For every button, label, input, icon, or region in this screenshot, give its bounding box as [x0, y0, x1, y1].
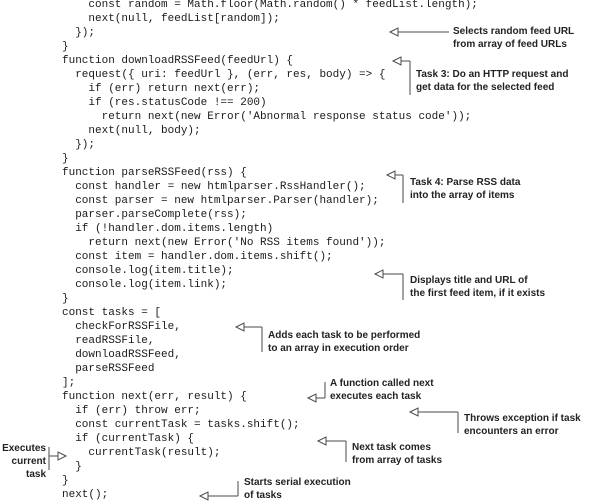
- callout-line: Adds each task to be performed: [268, 330, 421, 341]
- callout-arrow-executes-current-task: [48, 447, 68, 470]
- arrowhead-icon: [388, 27, 399, 37]
- callout-line: A function called next: [330, 378, 434, 389]
- code-line: });: [62, 139, 96, 151]
- code-line: ];: [62, 377, 76, 389]
- callout-line: from array of feed URLs: [453, 39, 567, 50]
- code-line: if (!handler.dom.items.length): [62, 223, 274, 235]
- callout-line: into the array of items: [410, 190, 515, 201]
- arrowhead-icon: [57, 451, 68, 461]
- callout-line: get data for the selected feed: [416, 82, 555, 93]
- callout-task-3: Task 3: Do an HTTP request and get data …: [416, 68, 568, 94]
- callout-adds-each-task: Adds each task to be performed to an arr…: [268, 329, 420, 355]
- arrowhead-icon: [198, 491, 209, 501]
- callout-arrow-adds-each-task: [234, 322, 263, 352]
- code-line: parseRSSFeed: [62, 363, 155, 375]
- arrowhead-icon: [385, 170, 396, 180]
- code-line: downloadRSSFeed,: [62, 349, 181, 361]
- code-listing: const random = Math.floor(Math.random() …: [62, 0, 478, 502]
- callout-line: Selects random feed URL: [453, 26, 575, 37]
- code-line: if (currentTask) {: [62, 433, 195, 445]
- code-line: return next(new Error('No RSS items foun…: [62, 237, 386, 249]
- callout-arrow-starts-serial-execution: [198, 481, 239, 501]
- callout-arrow-next-task: [316, 436, 347, 462]
- code-line: const handler = new htmlparser.RssHandle…: [62, 181, 366, 193]
- code-line: }: [62, 293, 69, 305]
- code-line: });: [62, 27, 96, 39]
- callout-executes-current-task: Executes current task: [0, 442, 46, 481]
- callout-arrow-task-3: [391, 56, 411, 95]
- code-line: next();: [62, 489, 109, 501]
- code-line: return next(new Error('Abnormal response…: [62, 111, 472, 123]
- code-line: console.log(item.title);: [62, 265, 234, 277]
- code-line: checkForRSSFile,: [62, 321, 181, 333]
- code-line: if (err) return next(err);: [62, 83, 261, 95]
- callout-arrow-function-next: [306, 382, 326, 403]
- callout-arrow-throws-exception: [408, 407, 459, 433]
- code-line: next(null, feedList[random]);: [62, 13, 280, 25]
- code-line: next(null, body);: [62, 125, 201, 137]
- callout-line: executes each task: [330, 391, 422, 402]
- code-line: }: [62, 461, 82, 473]
- arrowhead-icon: [408, 407, 419, 417]
- code-line: currentTask(result);: [62, 447, 221, 459]
- code-line: if (res.statusCode !== 200): [62, 97, 267, 109]
- callout-line: to an array in execution order: [268, 343, 409, 354]
- callout-arrow-displays-title: [373, 269, 404, 300]
- arrowhead-icon: [373, 269, 384, 279]
- callout-next-task: Next task comes from array of tasks: [352, 441, 442, 467]
- callout-arrow-selects-random-feed: [388, 27, 449, 37]
- callout-task-4: Task 4: Parse RSS data into the array of…: [410, 176, 520, 202]
- callout-line: current: [11, 456, 46, 467]
- callout-line: Executes: [2, 443, 46, 454]
- code-line: }: [62, 475, 69, 487]
- code-line: request({ uri: feedUrl }, (err, res, bod…: [62, 69, 386, 81]
- code-line: if (err) throw err;: [62, 405, 201, 417]
- callout-function-next: A function called next executes each tas…: [330, 377, 434, 403]
- callout-line: Task 3: Do an HTTP request and: [416, 69, 569, 80]
- code-line: }: [62, 153, 69, 165]
- code-line: readRSSFile,: [62, 335, 155, 347]
- arrowhead-icon: [306, 393, 317, 403]
- callout-line: Task 4: Parse RSS data: [410, 177, 521, 188]
- callout-displays-title: Displays title and URL of the first feed…: [410, 274, 545, 300]
- arrowhead-icon: [316, 436, 327, 446]
- arrowhead-icon: [391, 56, 402, 66]
- callout-selects-random-feed: Selects random feed URL from array of fe…: [453, 25, 574, 51]
- code-line: const item = handler.dom.items.shift();: [62, 251, 333, 263]
- code-line: const tasks = [: [62, 307, 162, 319]
- callout-line: Starts serial execution: [244, 477, 351, 488]
- callout-arrow-task-4: [385, 170, 404, 203]
- code-line: console.log(item.link);: [62, 279, 228, 291]
- callout-line: of tasks: [244, 490, 282, 501]
- code-line: parser.parseComplete(rss);: [62, 209, 247, 221]
- code-line: const currentTask = tasks.shift();: [62, 419, 300, 431]
- arrowhead-icon: [234, 322, 245, 332]
- callout-line: task: [25, 469, 46, 480]
- code-line: function downloadRSSFeed(feedUrl) {: [62, 55, 294, 67]
- code-line: const random = Math.floor(Math.random() …: [62, 0, 478, 11]
- callout-line: encounters an error: [464, 426, 559, 437]
- code-line: function parseRSSFeed(rss) {: [62, 167, 247, 179]
- callout-line: Throws exception if task: [464, 413, 581, 424]
- callout-line: the first feed item, if it exists: [410, 288, 546, 299]
- code-line: function next(err, result) {: [62, 391, 247, 403]
- callout-line: Displays title and URL of: [410, 275, 528, 286]
- callout-starts-serial-execution: Starts serial execution of tasks: [244, 476, 351, 502]
- callout-line: Next task comes: [352, 442, 431, 453]
- callout-line: from array of tasks: [352, 455, 443, 466]
- callout-throws-exception: Throws exception if task encounters an e…: [464, 412, 581, 438]
- code-line: }: [62, 41, 69, 53]
- code-line: const parser = new htmlparser.Parser(han…: [62, 195, 379, 207]
